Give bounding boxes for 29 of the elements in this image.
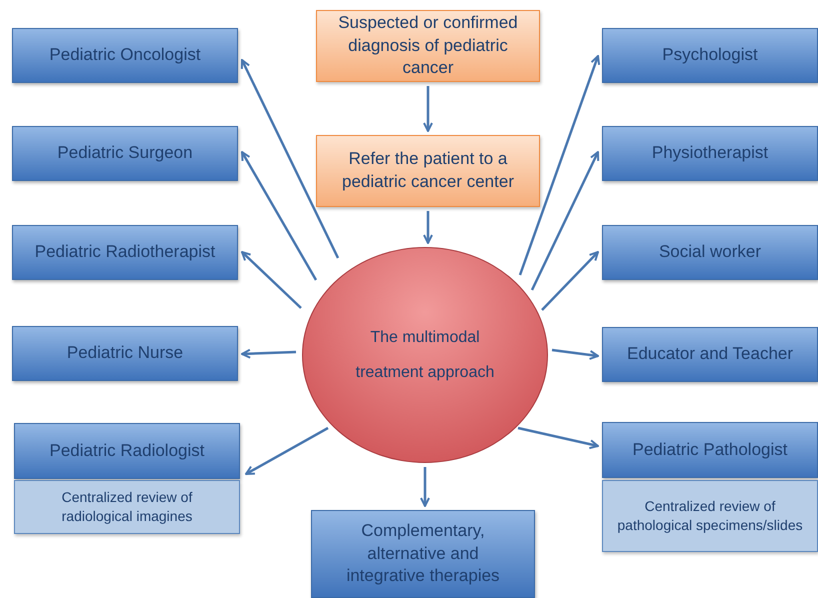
arrow <box>420 467 430 507</box>
specialist-box: Pediatric Radiologist <box>14 423 240 479</box>
arrow <box>423 86 433 132</box>
therapy-box: Complementary, alternative and integrative therapies <box>311 510 535 598</box>
arrow <box>240 151 318 281</box>
note-box: Centralized review of pathological specimens/slides <box>602 480 818 552</box>
arrow <box>241 251 302 309</box>
arrow <box>240 59 340 259</box>
arrow <box>518 426 599 450</box>
arrow <box>552 348 599 360</box>
arrow <box>518 55 600 276</box>
note-box: Centralized review of radiological imagines <box>14 480 240 534</box>
treatment-circle: The multimodal treatment approach <box>302 247 548 463</box>
arrow <box>241 348 296 359</box>
specialist-box: Psychologist <box>602 28 818 83</box>
arrow <box>541 251 599 311</box>
specialist-box: Educator and Teacher <box>602 327 818 382</box>
process-box: Suspected or confirmed diagnosis of pediatric cancer <box>316 10 540 82</box>
specialist-box: Physiotherapist <box>602 126 818 181</box>
specialist-box: Pediatric Pathologist <box>602 422 818 478</box>
process-box: Refer the patient to a pediatric cancer center <box>316 135 540 207</box>
arrow <box>245 426 329 476</box>
specialist-box: Pediatric Radiotherapist <box>12 225 238 280</box>
specialist-box: Pediatric Oncologist <box>12 28 238 83</box>
arrow <box>423 211 433 244</box>
specialist-box: Social worker <box>602 225 818 280</box>
specialist-box: Pediatric Nurse <box>12 326 238 381</box>
arrow <box>530 151 600 291</box>
specialist-box: Pediatric Surgeon <box>12 126 238 181</box>
